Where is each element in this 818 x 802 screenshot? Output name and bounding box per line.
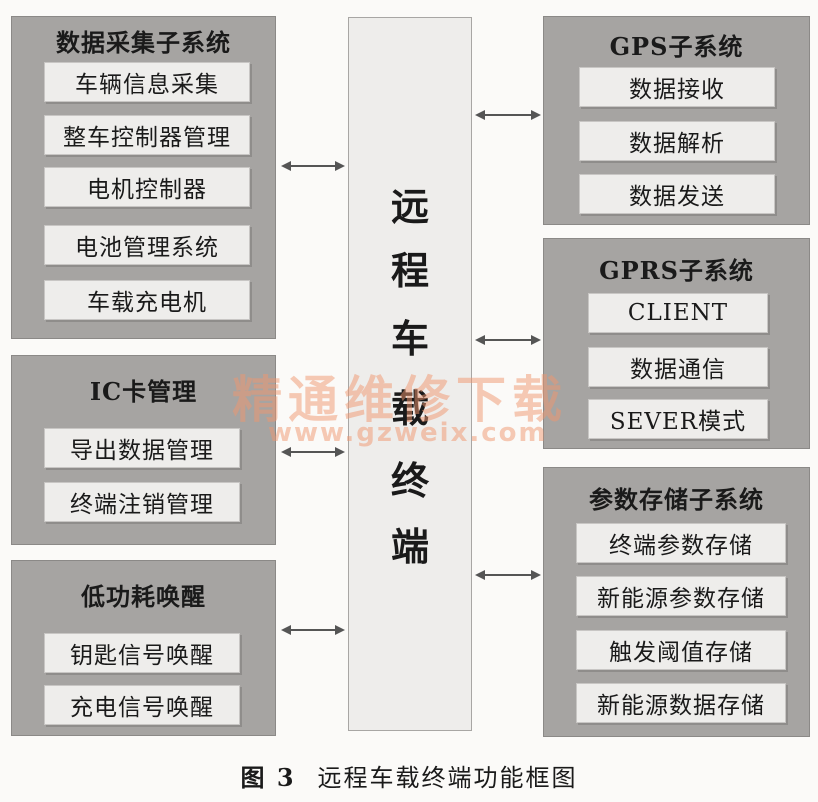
- remote-vehicle-terminal: 远 程 车 载 终 端: [348, 17, 472, 731]
- item-vcu-management: 整车控制器管理: [44, 115, 250, 155]
- figure-caption: 图 3 远程车载终端功能框图: [0, 758, 818, 793]
- item-client: CLIENT: [588, 293, 768, 333]
- item-terminal-param-storage: 终端参数存储: [576, 523, 786, 563]
- terminal-char-6: 端: [390, 524, 429, 569]
- item-motor-controller: 电机控制器: [44, 167, 250, 207]
- gprs-subsystem: GPRS子系统 CLIENT 数据通信 SEVER模式: [543, 238, 810, 449]
- arrow-gps: [475, 110, 541, 120]
- item-terminal-deregistration: 终端注销管理: [44, 482, 240, 522]
- item-server-mode: SEVER模式: [588, 399, 768, 439]
- item-onboard-charger: 车载充电机: [44, 280, 250, 320]
- low-power-wakeup: 低功耗唤醒 钥匙信号唤醒 充电信号唤醒: [11, 560, 276, 736]
- item-export-data-management: 导出数据管理: [44, 428, 240, 468]
- item-key-signal-wakeup: 钥匙信号唤醒: [44, 633, 240, 673]
- parameter-storage-subsystem: 参数存储子系统 终端参数存储 新能源参数存储 触发阈值存储 新能源数据存储: [543, 467, 810, 737]
- gprs-title: GPRS子系统: [599, 256, 754, 285]
- low-power-title: 低功耗唤醒: [81, 582, 206, 611]
- arrow-data-collection: [281, 161, 345, 171]
- ic-card-title: IC卡管理: [89, 377, 198, 406]
- item-battery-management: 电池管理系统: [44, 225, 250, 265]
- item-trigger-threshold-storage: 触发阈值存储: [576, 630, 786, 670]
- ic-card-management: IC卡管理 导出数据管理 终端注销管理: [11, 355, 276, 545]
- data-collection-subsystem: 数据采集子系统 车辆信息采集 整车控制器管理 电机控制器 电池管理系统 车载充电…: [11, 16, 276, 339]
- arrow-low-power: [281, 625, 345, 635]
- figure-title: 远程车载终端功能框图: [317, 764, 578, 792]
- item-data-send: 数据发送: [579, 174, 775, 214]
- watermark-url: www.gzweix.com: [268, 418, 548, 448]
- item-new-energy-param-storage: 新能源参数存储: [576, 576, 786, 616]
- arrow-storage: [475, 570, 541, 580]
- storage-title: 参数存储子系统: [589, 485, 764, 514]
- figure-number: 图 3: [240, 763, 296, 792]
- item-data-parse: 数据解析: [579, 121, 775, 161]
- item-data-receive: 数据接收: [579, 67, 775, 107]
- terminal-char-5: 终: [390, 458, 429, 503]
- watermark-text: 精通维修下载: [232, 370, 568, 429]
- item-data-communication: 数据通信: [588, 347, 768, 387]
- terminal-char-4: 载: [390, 386, 429, 431]
- item-charge-signal-wakeup: 充电信号唤醒: [44, 685, 240, 725]
- terminal-char-2: 程: [390, 248, 429, 293]
- data-collection-title: 数据采集子系统: [56, 28, 231, 57]
- item-new-energy-data-storage: 新能源数据存储: [576, 683, 786, 723]
- terminal-char-1: 远: [390, 184, 429, 229]
- arrow-gprs: [475, 335, 541, 345]
- gps-subsystem: GPS子系统 数据接收 数据解析 数据发送: [543, 16, 810, 225]
- item-vehicle-info-collection: 车辆信息采集: [44, 62, 250, 102]
- terminal-char-3: 车: [390, 316, 429, 361]
- gps-title: GPS子系统: [609, 32, 744, 61]
- arrow-ic-card: [281, 447, 345, 457]
